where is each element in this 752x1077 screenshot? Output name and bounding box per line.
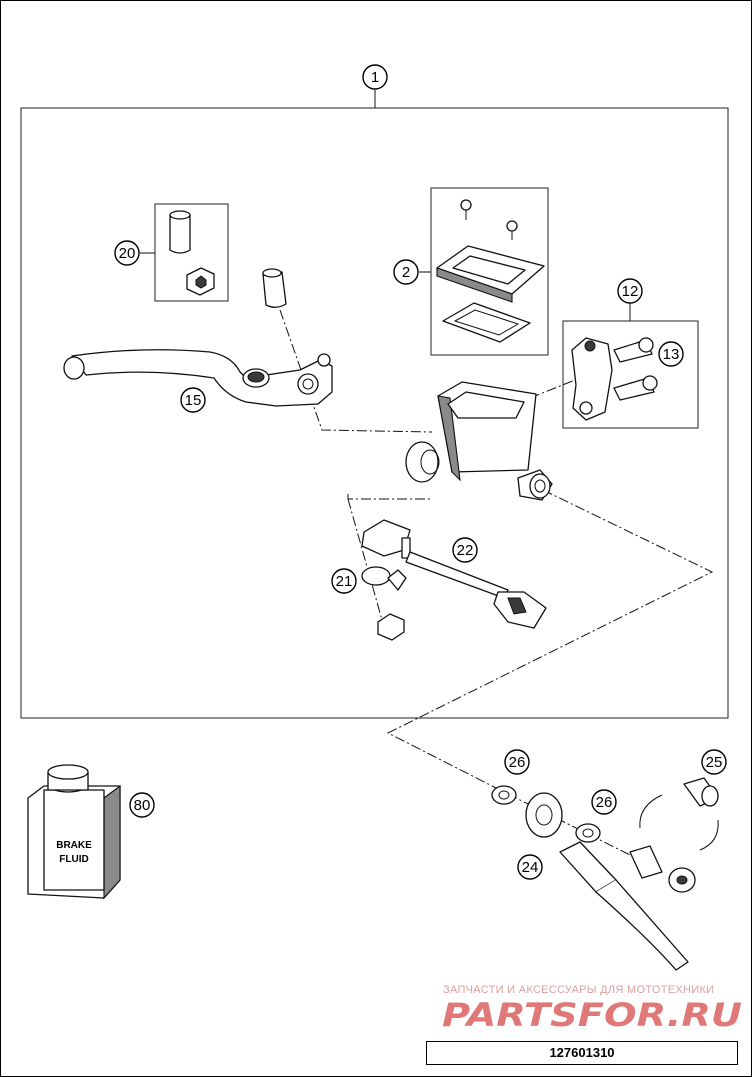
svg-text:24: 24	[522, 859, 539, 876]
callout-2: 2	[393, 259, 419, 285]
assembly-1-box	[20, 107, 729, 719]
brake-fluid-bottle-80: BRAKE FLUID	[27, 764, 121, 900]
callout-15: 15	[180, 387, 206, 413]
bottle-label-line2: FLUID	[59, 854, 88, 865]
svg-text:12: 12	[622, 283, 639, 300]
callout-80: 80	[129, 792, 155, 818]
clamp-12	[571, 337, 658, 421]
lever-bushing	[262, 268, 287, 308]
callout-21: 21	[331, 568, 357, 594]
watermark-tagline: ЗАПЧАСТИ И АКСЕССУАРЫ ДЛЯ МОТОТЕХНИКИ	[443, 984, 715, 996]
brake-hose-24	[491, 777, 719, 971]
bushing-20	[169, 210, 215, 296]
master-cylinder-body	[405, 381, 553, 501]
svg-text:13: 13	[663, 346, 680, 363]
callout-22: 22	[452, 537, 478, 563]
callout-12: 12	[617, 278, 643, 304]
bottle-label-line1: BRAKE	[56, 840, 92, 851]
drawing-number: 127601310	[426, 1041, 738, 1065]
svg-text:22: 22	[457, 542, 474, 559]
watermark-logo-text: PARTSFOR.RU	[442, 996, 742, 1034]
reservoir-cover-2	[436, 199, 545, 343]
svg-text:80: 80	[134, 797, 151, 814]
brake-lever-15	[63, 349, 333, 407]
callout-20: 20	[114, 240, 140, 266]
svg-text:26: 26	[596, 794, 613, 811]
callout-13: 13	[658, 341, 684, 367]
svg-text:15: 15	[185, 392, 202, 409]
callout-25: 25	[701, 749, 727, 775]
callout-26-b: 26	[591, 789, 617, 815]
brake-light-switch-22	[361, 519, 547, 641]
svg-text:2: 2	[402, 264, 410, 281]
svg-text:21: 21	[336, 573, 353, 590]
callout-26-a: 26	[504, 749, 530, 775]
svg-text:1: 1	[371, 69, 379, 86]
svg-text:26: 26	[509, 754, 526, 771]
svg-text:25: 25	[706, 754, 723, 771]
callout-1: 1	[362, 64, 388, 90]
callout-24: 24	[517, 854, 543, 880]
watermark-logo: PARTSFOR.RU	[442, 996, 742, 1034]
svg-text:20: 20	[119, 245, 136, 262]
